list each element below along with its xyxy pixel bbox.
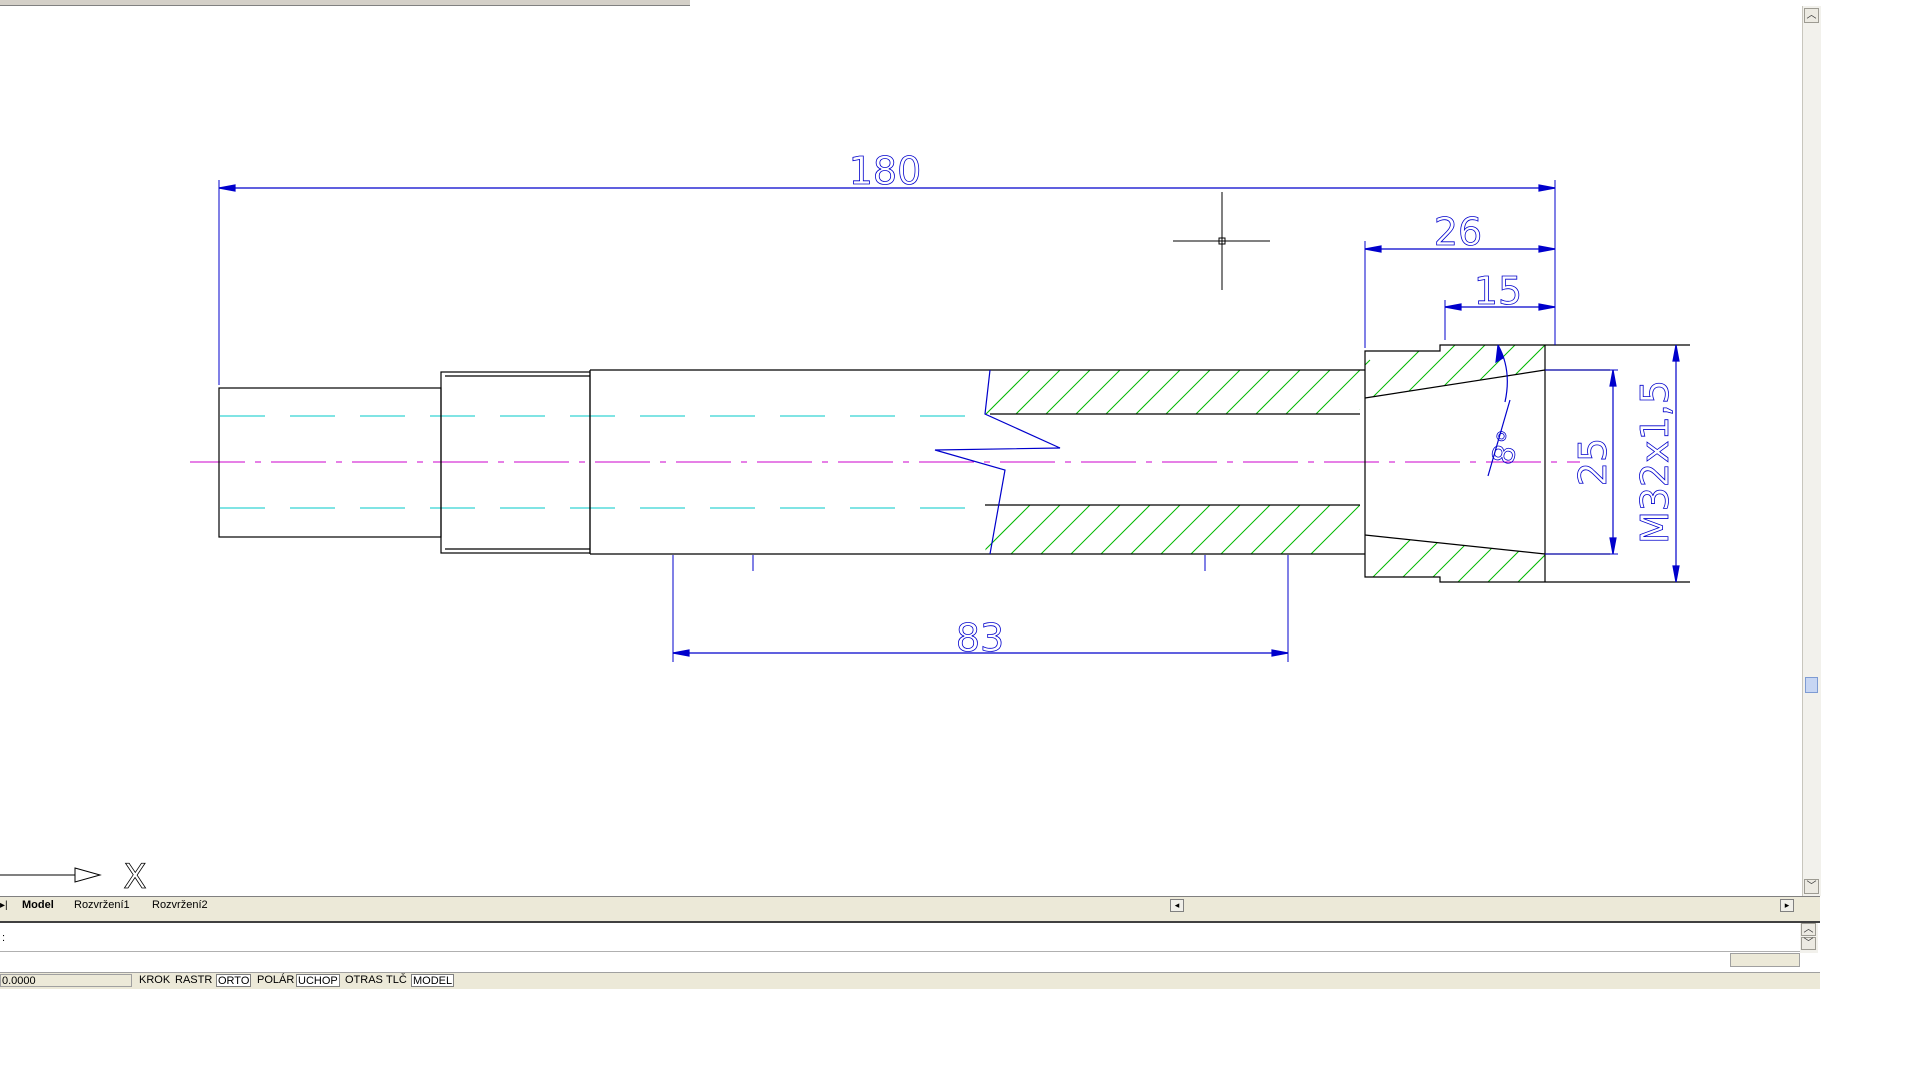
status-snap-button[interactable]: KROK [139, 974, 171, 986]
dim-middle-length: 83 [956, 616, 1004, 660]
status-osnap-button[interactable]: UCHOP [296, 974, 340, 987]
command-scroll-up-icon[interactable]: ︿ [1801, 923, 1816, 936]
dim-bore-diameter: 25 [1571, 438, 1615, 486]
vertical-scrollbar[interactable]: ︿ ﹀ [1802, 6, 1821, 896]
tab-layout2[interactable]: Rozvržení2 [152, 899, 208, 911]
vertical-scroll-thumb[interactable] [1805, 677, 1818, 693]
dim-cone-length: 15 [1474, 269, 1522, 313]
dim-thread-length: 26 [1434, 210, 1482, 254]
status-lwt-button[interactable]: TLČ [386, 974, 407, 986]
scroll-left-icon[interactable]: ◂ [1170, 899, 1184, 912]
hidden-lines [220, 415, 985, 509]
tab-last-icon[interactable]: ▸| [0, 900, 8, 911]
command-horizontal-scrollbar[interactable] [1730, 953, 1800, 967]
extension-lines [218, 180, 1618, 662]
coordinate-readout: 0.0000 [0, 974, 132, 987]
crosshair-cursor [1173, 192, 1270, 290]
command-scrollbar[interactable]: ︿ ﹀ [1800, 923, 1818, 953]
break-line [934, 369, 1061, 555]
scroll-up-icon[interactable]: ︿ [1804, 8, 1819, 23]
hatching [985, 345, 1545, 582]
top-toolbar [0, 0, 690, 6]
scroll-down-icon[interactable]: ﹀ [1804, 879, 1819, 894]
drawing-canvas[interactable]: 180 26 15 83 25 M32x1,5 8° X [0, 6, 1802, 896]
cad-drawing[interactable]: 180 26 15 83 25 M32x1,5 8° X [0, 6, 1802, 896]
scroll-right-icon[interactable]: ▸ [1780, 899, 1794, 912]
tab-model[interactable]: Model [22, 899, 54, 911]
command-scroll-down-icon[interactable]: ﹀ [1801, 937, 1816, 950]
status-grid-button[interactable]: RASTR [175, 974, 213, 986]
status-polar-button[interactable]: POLÁR [257, 974, 295, 986]
dim-total-length: 180 [849, 149, 922, 193]
status-otrack-button[interactable]: OTRAS [345, 974, 383, 986]
command-window: : ︿ ﹀ [0, 923, 1820, 970]
dim-thread-spec: M32x1,5 [1633, 380, 1677, 544]
layout-tab-bar: ▸| Model Rozvržení1 Rozvržení2 ◂ ▸ [0, 896, 1820, 916]
dimension-lines [218, 184, 1680, 657]
tab-layout1[interactable]: Rozvržení1 [74, 899, 130, 911]
ucs-icon [0, 867, 102, 883]
status-model-button[interactable]: MODEL [411, 974, 455, 987]
status-ortho-button[interactable]: ORTO [216, 974, 252, 987]
status-bar: 0.0000 KROK RASTR ORTO POLÁR UCHOP OTRAS… [0, 972, 1820, 989]
command-divider[interactable] [0, 915, 1820, 923]
part-outline [218, 344, 1690, 583]
dimension-texts: 180 26 15 83 25 M32x1,5 8° X [123, 149, 1677, 896]
ucs-x-label: X [123, 857, 146, 896]
command-input[interactable]: : [0, 925, 1802, 952]
